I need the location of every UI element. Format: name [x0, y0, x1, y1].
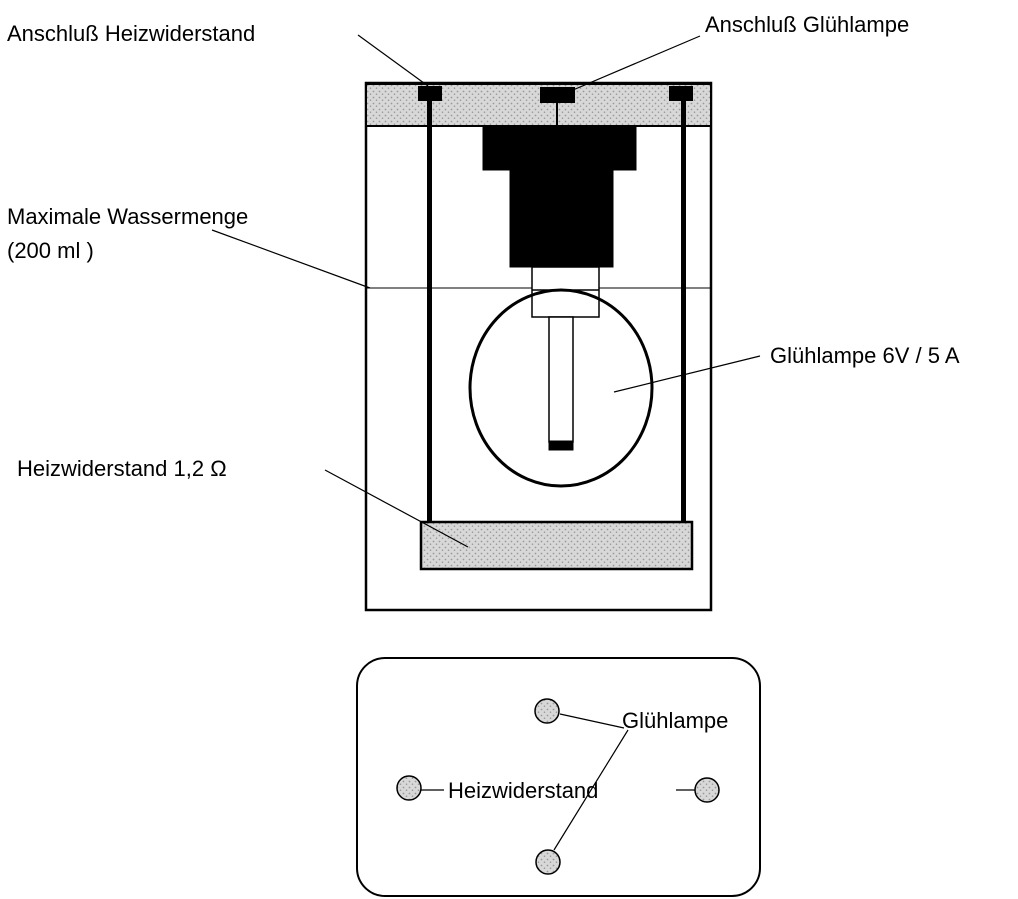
leader-lamp — [613, 355, 761, 393]
top-view-outline — [356, 657, 761, 897]
container-lid — [365, 83, 712, 127]
label-lamp: Glühlampe 6V / 5 A — [770, 343, 960, 368]
top-heater-terminal-right — [694, 777, 720, 803]
heating-resistor — [419, 520, 694, 571]
top-heater-terminal-left — [396, 775, 422, 801]
label-heater: Heizwiderstand 1,2 Ω — [17, 456, 227, 481]
lamp-terminal — [540, 87, 575, 103]
top-lamp-terminal-upper — [534, 698, 560, 724]
lamp-socket — [482, 125, 637, 268]
top-lamp-terminal-lower — [535, 849, 561, 875]
top-leader-lamp-upper — [559, 713, 625, 729]
label-lamp-connection: Anschluß Glühlampe — [705, 12, 909, 37]
lamp-bulb — [468, 288, 654, 488]
label-heater-connection: Anschluß Heizwiderstand — [7, 21, 255, 46]
lamp-filament-tip — [548, 440, 574, 451]
lamp-filament-holder — [548, 316, 574, 443]
leader-heater-connection — [357, 34, 429, 87]
top-label-lamp: Glühlampe — [622, 708, 728, 733]
leader-max-water — [211, 229, 371, 289]
leader-lamp-connection — [572, 35, 701, 91]
top-label-heater: Heizwiderstand — [448, 778, 598, 803]
heater-terminal-right — [669, 86, 693, 101]
leader-heater — [324, 469, 469, 548]
top-leader-lamp-lower — [553, 729, 629, 851]
heater-terminal-left — [418, 86, 442, 101]
heater-wire-right — [681, 96, 686, 528]
heater-wire-left — [427, 96, 432, 528]
side-view — [211, 34, 761, 612]
label-max-water-line1: Maximale Wassermenge — [7, 204, 248, 229]
top-view — [356, 657, 761, 897]
label-max-water-line2: (200 ml ) — [7, 238, 94, 263]
